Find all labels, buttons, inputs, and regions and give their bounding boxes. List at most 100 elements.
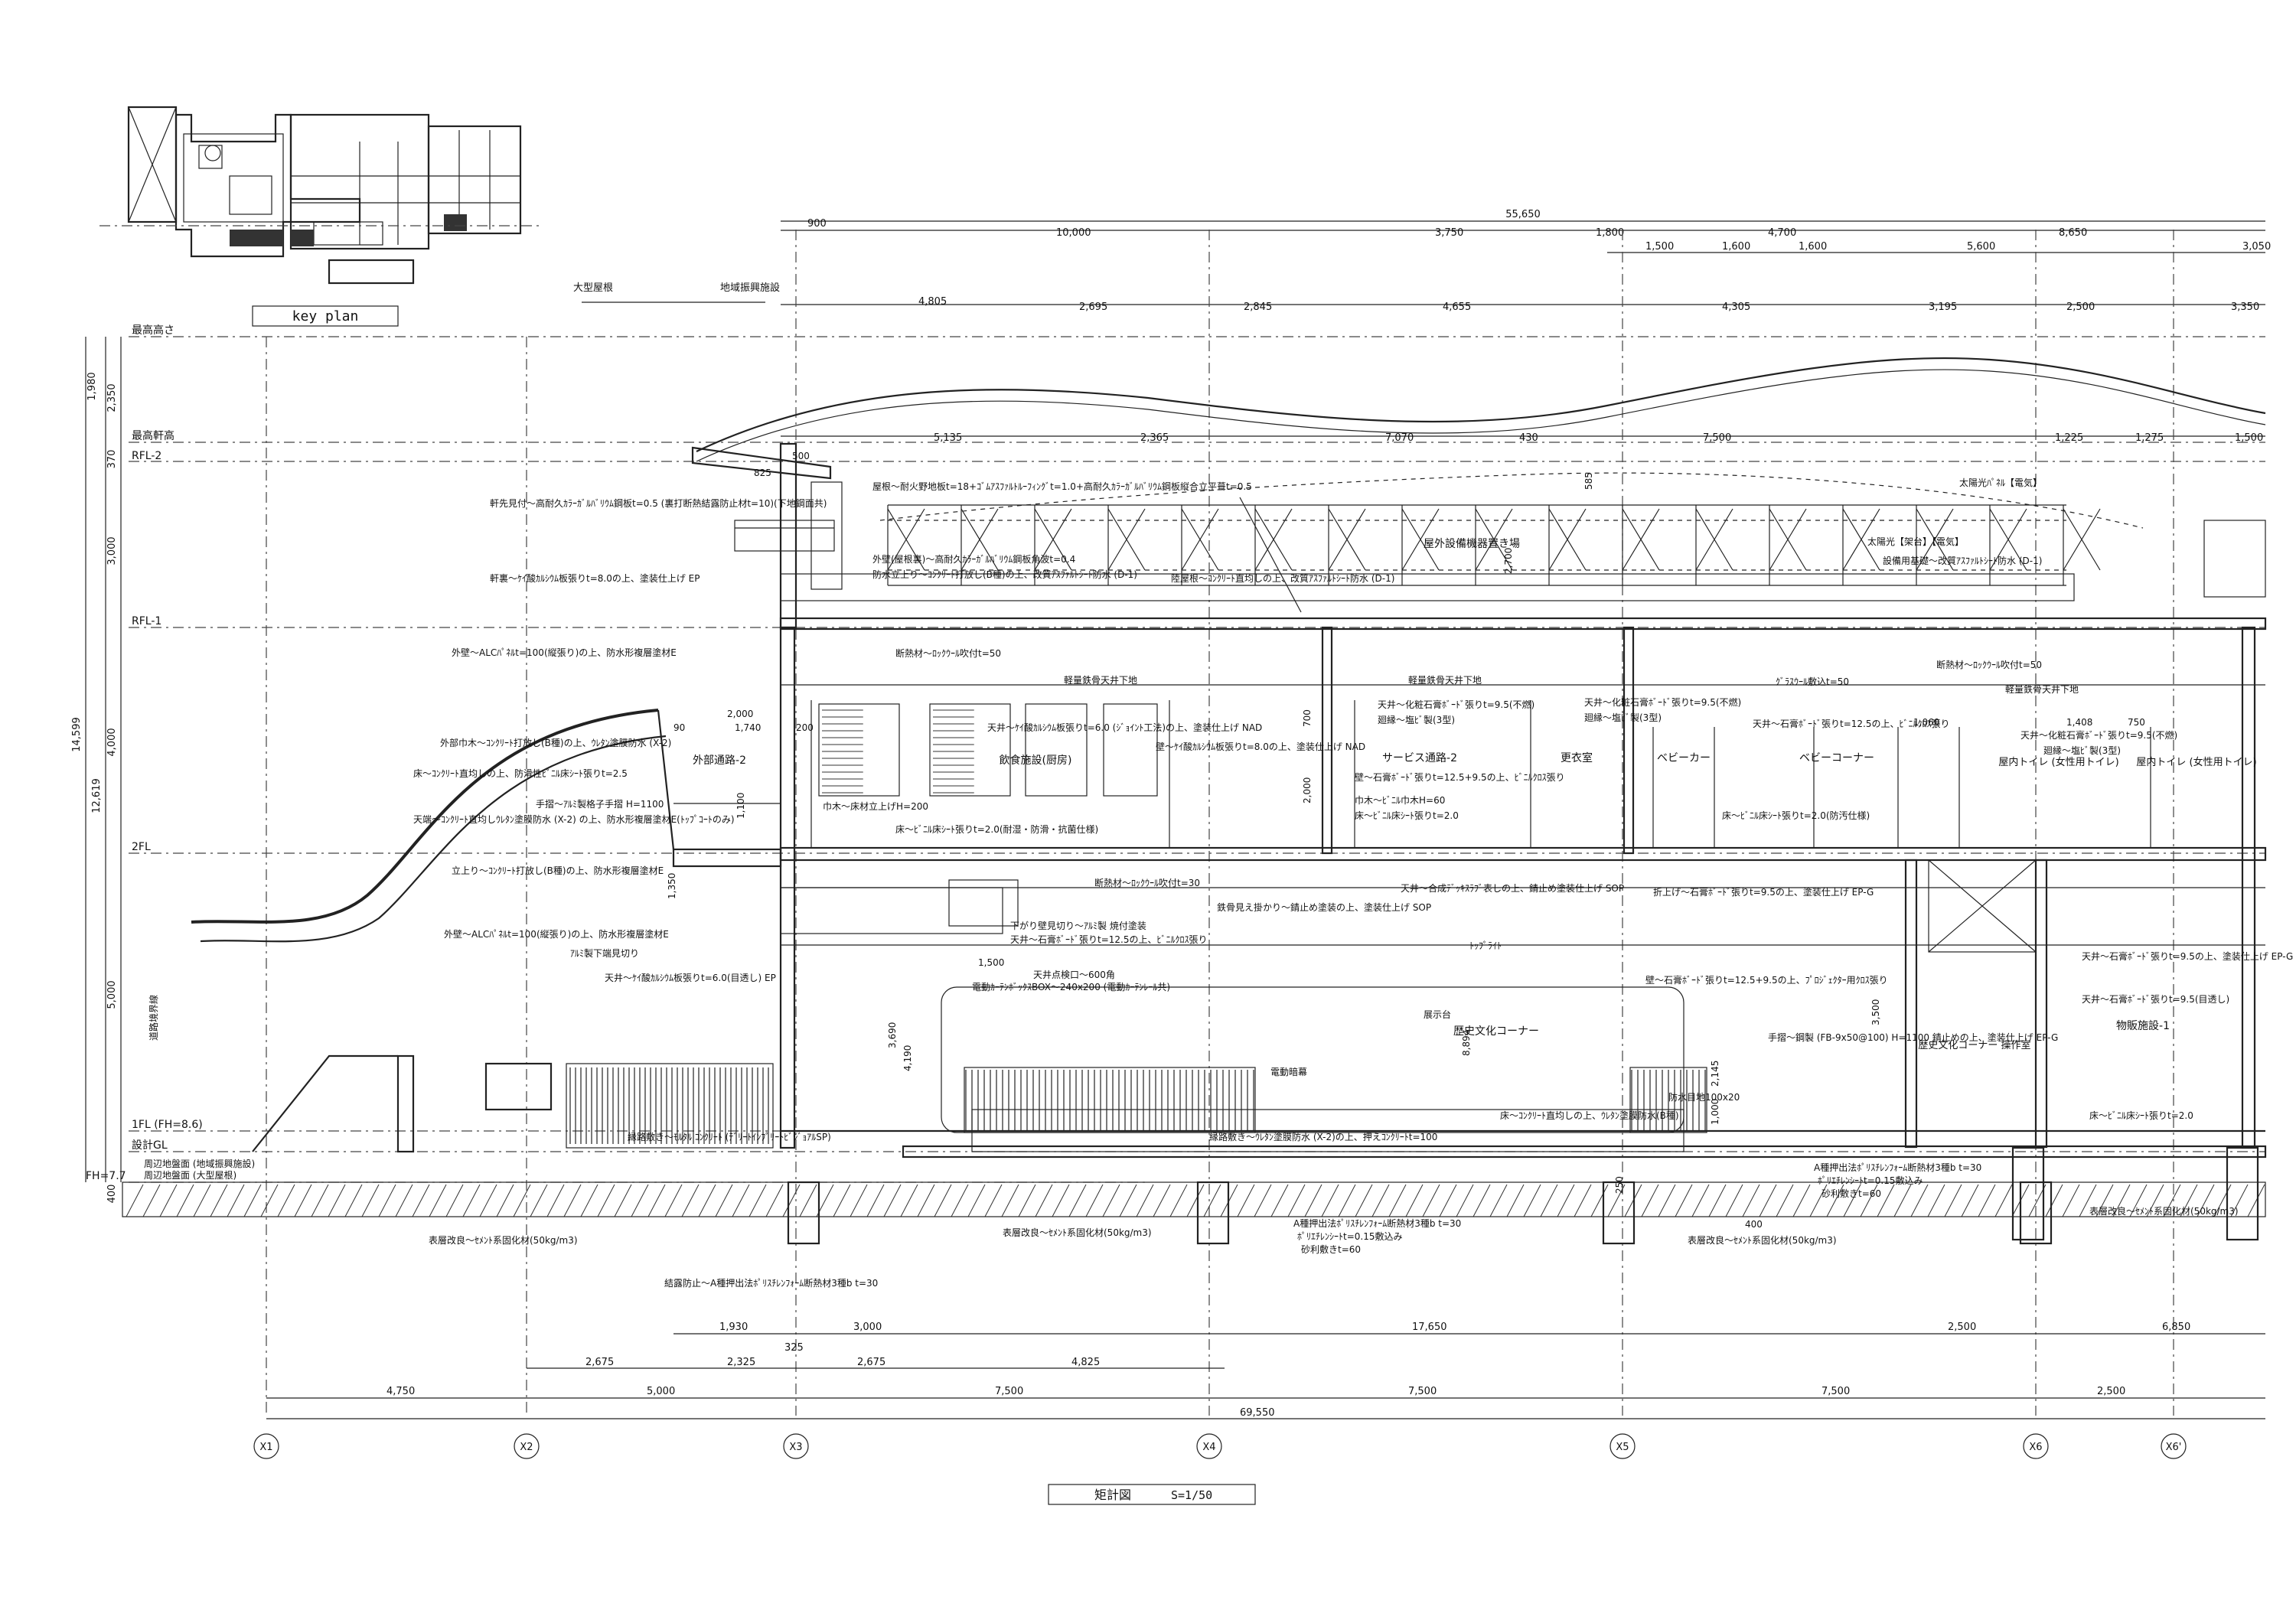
note-floor-urethane: 床～ｺﾝｸﾘｰﾄ直均しの上、ｳﾚﾀﾝ塗膜防水(B種) [1500, 1110, 1679, 1121]
dim-1000: 1,000 [1710, 1099, 1720, 1125]
ground-hatch-line [580, 1184, 598, 1217]
ground-hatch-line [2197, 1184, 2215, 1217]
note-floor-vinyl-kitchen: 床～ﾋﾞﾆﾙ床ｼｰﾄ張りt=2.0(耐湿・防滑・抗菌仕様) [895, 823, 1098, 835]
axis-x6: X6 [2029, 1442, 2042, 1453]
room-womens-wc-2: 屋内トイレ (女性用トイレ) [2136, 756, 2256, 768]
curved-canopy [191, 709, 774, 1153]
ground-hatch-line [1978, 1184, 1996, 1217]
ground-hatch-line [1742, 1184, 1760, 1217]
dim-r3-8: 3,350 [2231, 301, 2259, 313]
note-deck-slab: 天井～合成ﾃﾞｯｷｽﾗﾌﾞ表しの上、錆止め塗装仕上げ SOP [1401, 882, 1624, 894]
level-design-gl: 設計GL [132, 1139, 168, 1152]
ground-hatch-line [782, 1184, 801, 1217]
overall-width-dim: 55,650 [1505, 209, 1541, 220]
drawing-title: 矩計図 [1094, 1488, 1131, 1502]
dim-1408: 1,408 [2066, 717, 2092, 728]
ground-label-roof: 周辺地盤面 (大型屋根) [144, 1170, 236, 1181]
truss-diagonal [1548, 508, 1587, 571]
wave-roof [696, 357, 2266, 613]
note-handrail-aluminum: 手摺～ｱﾙﾐ製格子手摺 H=1100 [536, 798, 664, 810]
solar-truss [888, 504, 2066, 586]
ground-hatch-line [799, 1184, 817, 1217]
level-lines [129, 336, 2265, 1183]
dim-r4-6: 1,225 [2055, 432, 2083, 444]
ground-hatch-line [142, 1184, 161, 1217]
ground-hatch-line [951, 1184, 969, 1217]
dim-lv-5: 4,000 [106, 728, 118, 756]
local-facility-label: 地域振興施設 [720, 282, 780, 294]
truss-diagonal [887, 508, 925, 571]
ground-hatch-line [984, 1184, 1003, 1217]
dim-top-2: 10,000 [1056, 227, 1091, 239]
ground-hatch-line [1691, 1184, 1710, 1217]
dim-lv-8: 5,000 [106, 980, 118, 1009]
note-gravel-2: 砂利敷きt=60 [1821, 1188, 1881, 1199]
grid-lines [266, 230, 2174, 1416]
ground-hatch-line [1860, 1184, 1878, 1217]
note-upstand: 立上り～ｺﾝｸﾘｰﾄ打放し(B種)の上、防水形複層塗材E [452, 865, 664, 876]
ground-hatch-line [1759, 1184, 1777, 1217]
dim-lv-7: 12,619 [91, 778, 103, 813]
room-shop: 物販施設-1 [2116, 1020, 2170, 1032]
ground-hatch-line [1961, 1184, 1979, 1217]
dim-b3-1: 4,750 [386, 1386, 415, 1397]
note-floor-vinyl-shop: 床～ﾋﾞﾆﾙ床ｼｰﾄ張りt=2.0 [2089, 1110, 2193, 1121]
note-ceiling-gypsum-2: 天井～化粧石膏ﾎﾞｰﾄﾞ張りt=9.5(不燃) [1584, 696, 1741, 708]
dim-top-1: 900 [807, 218, 827, 230]
level-2fl: 2FL [132, 841, 151, 853]
dim-750: 750 [2128, 717, 2145, 728]
ground-hatch-line [159, 1184, 178, 1217]
ground-hatch-line [2180, 1184, 2198, 1217]
dim-r2-1: 1,500 [1645, 241, 1674, 253]
note-xps-2: A種押出法ﾎﾟﾘｽﾁﾚﾝﾌｫｰﾑ断熱材3種b t=30 [1814, 1162, 1981, 1173]
ground-hatch-line [1052, 1184, 1070, 1217]
ground-hatch-line [1489, 1184, 1508, 1217]
ground-hatch-line [1607, 1184, 1626, 1217]
dim-b-small: 325 [784, 1342, 804, 1354]
room-womens-wc-1: 屋内トイレ (女性用トイレ) [1998, 756, 2118, 768]
note-flat-roof: 陸屋根～ｺﾝｸﾘｰﾄ直均しの上、改質ｱｽﾌｧﾙﾄｼｰﾄ防水 (D-1) [1171, 572, 1394, 584]
note-baseboard-vinyl-1: 巾木～ﾋﾞﾆﾙ巾木H=60 [1355, 795, 1445, 806]
ground-hatch-line [496, 1184, 514, 1217]
ground-hatch-line [614, 1184, 632, 1217]
note-anti-condensation: 結露防止～A種押出法ﾎﾟﾘｽﾁﾚﾝﾌｫｰﾑ断熱材3種b t=30 [664, 1277, 878, 1289]
ground-hatch-line [1927, 1184, 1945, 1217]
note-insulation-50: 断熱材～ﾛｯｸｳｰﾙ吹付t=50 [895, 647, 1001, 659]
dim-2000-2: 2,000 [1302, 777, 1313, 803]
ground-hatch-line [277, 1184, 295, 1217]
note-lgs-ceiling-1: 軽量鉄骨天井下地 [1064, 674, 1137, 686]
ground-hatch-line [1725, 1184, 1743, 1217]
ground-hatch-line [1102, 1184, 1120, 1217]
ground-hatch-line [732, 1184, 750, 1217]
truss-diagonal [1622, 508, 1660, 571]
truss-diagonal [1181, 508, 1219, 571]
note-gravel-1: 砂利敷きt=60 [1301, 1243, 1361, 1255]
ground-hatch-line [193, 1184, 211, 1217]
ground-hatch-line [1304, 1184, 1322, 1217]
ground-hatch-line [2247, 1184, 2265, 1217]
ground-hatch-line [833, 1184, 851, 1217]
ground-floor [122, 986, 2266, 1245]
ground-hatch-line [1136, 1184, 1154, 1217]
truss-diagonal [1916, 508, 1954, 571]
note-folded-ceiling: 折上げ～石膏ﾎﾞｰﾄﾞ張りt=9.5の上、塗装仕上げ EP-G [1653, 886, 1874, 898]
note-ceiling-joint: 天井～石膏ﾎﾞｰﾄﾞ張りt=9.5(目透し) [2082, 993, 2229, 1005]
ground-hatch-line [412, 1184, 430, 1217]
title-block: 矩計図 S=1/50 [1048, 1484, 1256, 1505]
dim-b3-5: 7,500 [1821, 1386, 1850, 1397]
ground-hatch-line [934, 1184, 952, 1217]
ground-hatch-line [1287, 1184, 1306, 1217]
note-equipment-yard: 屋外設備機器置き場 [1424, 538, 1520, 550]
dim-1060: 1,060 [1913, 717, 1939, 728]
dim-b2-1: 2,675 [585, 1357, 614, 1368]
note-eaves-fascia: 軒先見付～高耐久ｶﾗｰｶﾞﾙﾊﾞﾘｳﾑ鋼板t=0.5 (裏打断熱結露防止材t=1… [490, 497, 827, 509]
ground-hatch-line [1085, 1184, 1104, 1217]
dim-b1-2: 3,000 [853, 1322, 882, 1333]
ground-hatch-line [479, 1184, 497, 1217]
truss-diagonal [1989, 508, 2027, 571]
level-max-height: 最高高さ [132, 324, 174, 337]
truss-diagonal [1328, 508, 1366, 571]
note-soil-improve-1: 表層改良～ｾﾒﾝﾄ系固化材(50kg/m3) [429, 1234, 578, 1246]
ground-hatch-line [462, 1184, 481, 1217]
dim-r4-2: 2,365 [1140, 432, 1169, 444]
